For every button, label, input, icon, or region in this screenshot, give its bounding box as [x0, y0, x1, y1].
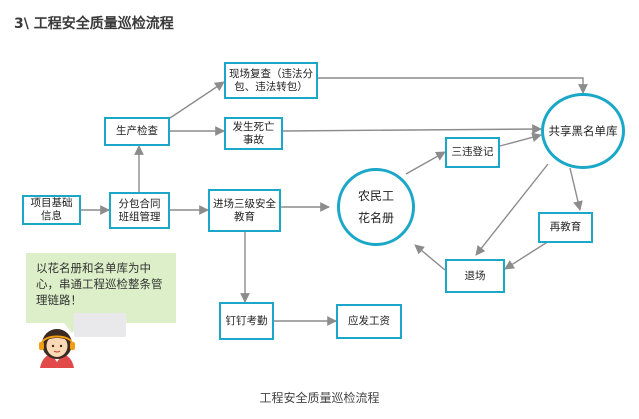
speech-bubble: 以花名册和名单库为中心，串通工程巡检整条管理链路！	[26, 253, 176, 333]
avatar-icon	[39, 329, 75, 368]
node-re-education-label: 再教育	[549, 221, 582, 233]
node-production-check: 生产检查	[104, 117, 170, 146]
arrow-production-to-recheck	[169, 81, 225, 119]
node-entry-education: 进场三级安全教育	[208, 189, 281, 232]
node-project-info-label: 项目基础信息	[30, 197, 73, 222]
node-site-recheck-label: 现场复查（违法分包、违法转包）	[229, 67, 313, 93]
node-worker-roster-line2: 花名册	[357, 211, 394, 225]
figure-caption: 工程安全质量巡检流程	[259, 391, 380, 405]
node-pay-wages: 应发工资	[336, 304, 402, 339]
node-project-info: 项目基础信息	[22, 195, 81, 225]
node-entry-education-label: 进场三级安全教育	[213, 197, 276, 223]
arrow-roster-to-violations	[405, 151, 446, 175]
arrow-blacklist-to-reeducation	[569, 167, 583, 211]
arrow-reeducation-to-exit	[504, 240, 550, 270]
node-re-education: 再教育	[538, 212, 593, 243]
arrow-recheck-to-blacklist	[318, 77, 588, 94]
node-three-violations: 三违登记	[445, 137, 500, 168]
node-production-check-label: 生产检查	[116, 125, 158, 137]
speech-bubble-text: 以花名册和名单库为中心，串通工程巡检整条管理链路！	[36, 261, 163, 307]
arrow-accident-to-blacklist	[282, 124, 542, 134]
node-subcontract-label: 分包合同班组管理	[118, 197, 161, 223]
page-heading: 3\ 工程安全质量巡检流程	[14, 16, 174, 32]
node-dingding-attendance: 钉钉考勤	[219, 302, 274, 340]
node-subcontract: 分包合同班组管理	[109, 192, 170, 229]
arrow-blacklist-to-exit	[475, 163, 549, 256]
node-exit-site-label: 退场	[464, 269, 486, 282]
arrow-exit-to-roster	[414, 244, 446, 271]
node-pay-wages-label: 应发工资	[348, 315, 390, 327]
node-three-violations-label: 三违登记	[451, 146, 494, 158]
node-fatal-accident-label: 发生死亡事故	[232, 120, 275, 146]
node-dingding-attendance-label: 钉钉考勤	[225, 314, 268, 327]
node-fatal-accident: 发生死亡事故	[224, 117, 283, 150]
node-worker-roster: 农民工 花名册	[337, 168, 415, 246]
placeholder-block	[74, 313, 126, 337]
node-shared-blacklist-label: 共享黑名单库	[548, 124, 618, 138]
node-worker-roster-line1: 农民工	[357, 189, 394, 203]
node-site-recheck: 现场复查（违法分包、违法转包）	[224, 62, 318, 99]
node-shared-blacklist: 共享黑名单库	[541, 93, 625, 169]
node-exit-site: 退场	[445, 259, 505, 293]
arrow-violations-to-blacklist	[499, 132, 542, 147]
